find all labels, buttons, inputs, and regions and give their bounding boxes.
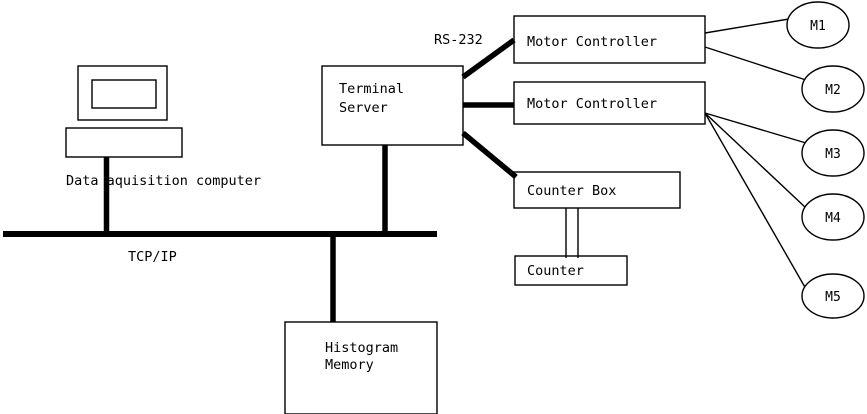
- motor-label-m5: M5: [825, 290, 841, 305]
- tcpip-label: TCP/IP: [128, 249, 177, 265]
- computer-caption-label: Data aquisition computer: [66, 173, 261, 189]
- motor-link-m2: [704, 46, 807, 81]
- motor-link-m4: [704, 112, 807, 209]
- motor-link-m1: [704, 18, 790, 34]
- motor-label-m3: M3: [825, 147, 841, 162]
- motor-node-m5[interactable]: [801, 273, 865, 319]
- motor-link-m3: [704, 112, 807, 144]
- motor-node-m2[interactable]: [801, 65, 865, 113]
- rs232-label: RS-232: [434, 32, 483, 48]
- motor-node-m1[interactable]: [786, 1, 850, 49]
- terminal-server-label-line2: Server: [339, 100, 388, 116]
- histogram-memory-label-line2: Memory: [325, 357, 374, 373]
- rs232-link-motor-controller-1: [461, 37, 516, 80]
- motor-controller-1-box[interactable]: [513, 15, 706, 64]
- motor-label-m4: M4: [825, 211, 841, 226]
- counter-label: Counter: [527, 263, 584, 279]
- histogram-memory-label-line1: Histogram: [325, 340, 398, 356]
- motor-label-m1: M1: [810, 19, 826, 34]
- terminal-server-label-line1: Terminal: [339, 81, 404, 97]
- counter-box-label: Counter Box: [527, 183, 616, 199]
- motor-controller-1-label: Motor Controller: [527, 34, 657, 50]
- rs232-link-counter-box: [461, 130, 518, 180]
- motor-controller-2-label: Motor Controller: [527, 96, 657, 112]
- motor-link-m5: [704, 112, 807, 290]
- histogram-memory-box[interactable]: [284, 321, 438, 414]
- computer-base-unit: [65, 127, 183, 158]
- monitor-screen: [91, 79, 157, 109]
- terminal-server-box[interactable]: [321, 65, 464, 146]
- counter-box[interactable]: [513, 171, 681, 209]
- motor-node-m3[interactable]: [801, 129, 865, 177]
- counter-box-small[interactable]: [514, 255, 628, 286]
- motor-label-m2: M2: [825, 83, 841, 98]
- motor-node-m4[interactable]: [801, 193, 865, 241]
